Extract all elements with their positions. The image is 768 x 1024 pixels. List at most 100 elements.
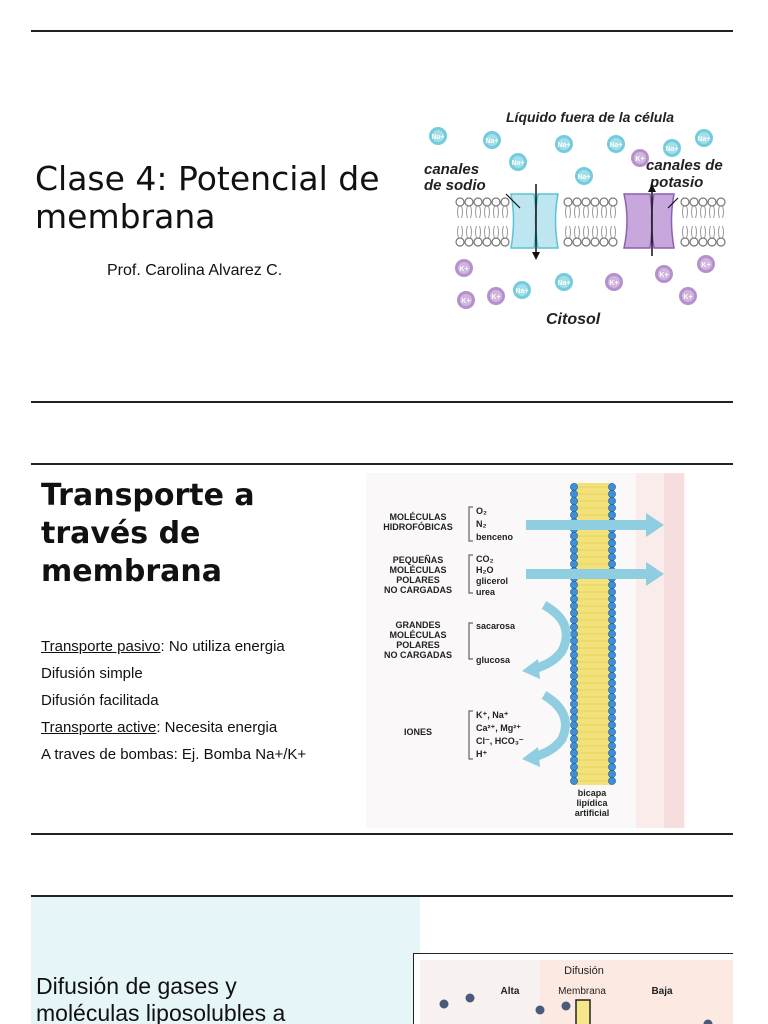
svg-text:Na+: Na+ [697,136,710,143]
svg-text:Na+: Na+ [557,280,570,287]
sodium-ion-icon: Na+ [483,131,501,149]
ion-group: Na+Na+Na+Na+Na+Na+K+Na+Na+K+Na+K+K+K+K+N… [429,127,715,309]
phospholipid-head [608,777,616,785]
slide-1[interactable]: Clase 4: Potencial de membrana Prof. Car… [31,32,733,401]
svg-text:Na+: Na+ [557,142,570,149]
lipid-tail [502,205,508,219]
phospholipid-head [572,197,582,207]
low-label: Baja [651,986,673,997]
phospholipid-head [608,665,616,673]
phospholipid-head [608,553,616,561]
lipid-bilayer [455,197,726,247]
sodium-channel-icon [510,184,559,260]
svg-text:K+: K+ [683,294,692,301]
phospholipid-head [570,735,578,743]
phospholipid-head [570,504,578,512]
cytosol-label: Citosol [546,311,601,328]
lipid-tail [583,205,589,219]
phospholipid-head [608,581,616,589]
lipid-tail [601,225,607,239]
lipid-tail [457,225,463,239]
phospholipid-head [570,665,578,673]
slide-divider [31,895,733,897]
molecule-label: glicerol [476,576,508,586]
phospholipid-head [716,197,726,207]
phospholipid-head [570,581,578,589]
svg-text:K+: K+ [491,294,500,301]
phospholipid-head [500,237,510,247]
lipid-tail [610,225,616,239]
lipid-tail [565,205,571,219]
active-transport-line: Transporte active: Necesita energia [41,719,277,736]
slide-3[interactable]: Difusión de gases y moléculas liposolubl… [31,897,733,1024]
lipid-tail [574,225,580,239]
bilayer-label: lipídica [576,798,608,808]
phospholipid-head [608,532,616,540]
potassium-ion-icon: K+ [455,259,473,277]
sodium-ion-icon: Na+ [555,135,573,153]
phospholipid-head [482,237,492,247]
title-line: membrana [35,197,216,236]
phospholipid-head [689,197,699,207]
phospholipid-head [570,721,578,729]
phospholipid-head [608,490,616,498]
lipid-tail [466,205,472,219]
group-label: MOLÉCULAS [390,512,447,522]
sodium-ion-icon: Na+ [509,153,527,171]
phospholipid-head [680,237,690,247]
lipid-tail [475,225,481,239]
potassium-ion-icon: K+ [487,287,505,305]
phospholipid-head [455,197,465,207]
phospholipid-head [608,560,616,568]
phospholipid-head [570,602,578,610]
phospholipid-head [464,237,474,247]
phospholipid-head [570,693,578,701]
phospholipid-head [570,546,578,554]
potassium-ion-icon: K+ [655,265,673,283]
active-transport-label: Transporte active [41,719,157,736]
slide-divider [31,463,733,465]
sodium-ion-icon: Na+ [575,167,593,185]
sodium-ion-icon: Na+ [429,127,447,145]
phospholipid-head [608,728,616,736]
phospholipid-head [455,237,465,247]
lipid-tail [691,225,697,239]
svg-text:Na+: Na+ [577,174,590,181]
phospholipid-head [608,763,616,771]
phospholipid-head [599,237,609,247]
title-line: moléculas liposolubles a [36,1000,286,1024]
phospholipid-head [608,651,616,659]
phospholipid-head [570,763,578,771]
molecule-label: O₂ [476,506,487,516]
molecule-dot [465,993,475,1003]
phospholipid-head [608,623,616,631]
phospholipid-head [608,630,616,638]
slide-2[interactable]: Transporte a través de membrana Transpor… [31,465,733,833]
phospholipid-head [608,693,616,701]
lipid-tail [592,205,598,219]
outside-label: Líquido fuera de la célula [506,109,674,125]
title-line: membrana [41,554,222,589]
group-label: NO CARGADAS [384,585,452,595]
slide-title: Clase 4: Potencial de membrana [35,160,380,236]
phospholipid-head [570,672,578,680]
potassium-ion-icon: K+ [631,149,649,167]
phospholipid-head [570,511,578,519]
phospholipid-head [570,707,578,715]
sodium-ion-icon: Na+ [695,129,713,147]
phospholipid-head [570,700,578,708]
phospholipid-head [608,197,618,207]
phospholipid-head [473,237,483,247]
phospholipid-head [608,707,616,715]
group-label: PEQUEÑAS [393,555,444,565]
phospholipid-head [608,756,616,764]
lipid-tail [493,225,499,239]
phospholipid-head [608,237,618,247]
slide-title: Transporte a través de membrana [41,477,255,591]
group-label: POLARES [396,640,440,650]
simple-diffusion-line: Difusión simple [41,665,143,682]
phospholipid-head [572,237,582,247]
molecule-label: benceno [476,532,514,542]
potassium-channel-label: canales de [646,157,723,174]
molecule-label: Cl⁻, HCO₃⁻ [476,736,524,746]
